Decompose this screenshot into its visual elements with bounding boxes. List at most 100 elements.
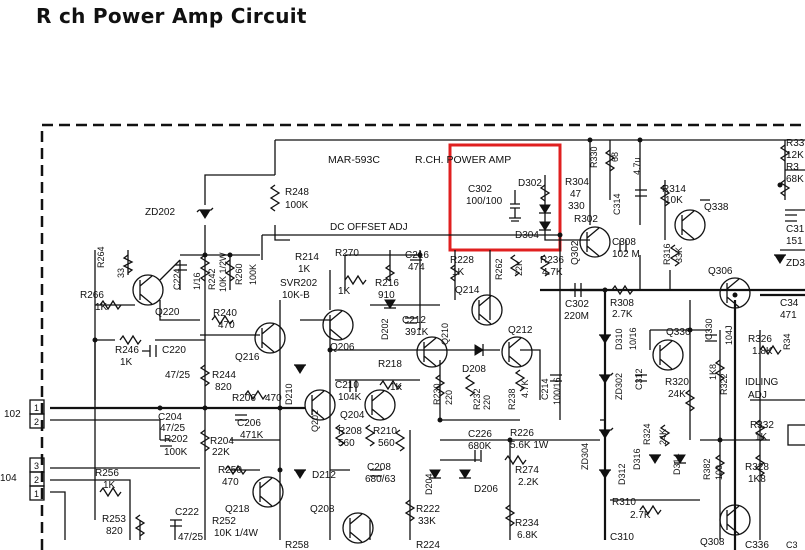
component-label: 24K — [658, 429, 668, 445]
component-label: Q208 — [310, 504, 335, 515]
resistors — [99, 144, 791, 537]
component-label: 680/63 — [365, 474, 396, 485]
component-label: R202 — [164, 434, 188, 445]
component-label: R246 — [115, 345, 139, 356]
component-label: R238 — [507, 388, 517, 410]
component-label: C310 — [610, 532, 634, 543]
component-label: C302 — [565, 299, 589, 310]
component-label: D208 — [462, 364, 486, 375]
component-label: 100K — [248, 264, 258, 285]
component-label: ZD304 — [580, 443, 590, 470]
component-label: 100/16 — [552, 377, 562, 405]
component-label: 1K — [95, 302, 108, 313]
component-label: C302 — [468, 184, 492, 195]
component-label: 1K — [298, 264, 311, 275]
component-label: C3 — [786, 540, 798, 550]
component-label: R234 — [515, 518, 539, 529]
component-label: 1K — [755, 432, 768, 443]
component-label: 1 — [34, 403, 39, 413]
component-label: Q202 — [310, 410, 320, 432]
component-label: 680K — [468, 441, 492, 452]
component-label: Q336 — [666, 327, 691, 338]
component-label: R316 — [662, 243, 672, 265]
component-label: 6.8K — [517, 530, 538, 541]
component-label: R264 — [96, 246, 106, 268]
component-label: R328 — [745, 462, 769, 473]
component-label: D304 — [515, 230, 539, 241]
component-label: 22K — [514, 260, 524, 276]
component-label: C330 — [704, 318, 714, 340]
component-label: R258 — [285, 540, 309, 550]
component-label: 3 — [34, 461, 39, 471]
component-label: C204 — [158, 412, 182, 423]
component-label: 4.7u — [632, 157, 642, 175]
component-label: R34 — [782, 333, 792, 350]
component-label: R232 — [472, 388, 482, 410]
component-label: Q308 — [700, 537, 725, 548]
component-label: R270 — [335, 248, 359, 259]
component-label: 560 — [378, 438, 395, 449]
component-label: C222 — [175, 507, 199, 518]
component-label: 474 — [408, 262, 425, 273]
component-label: R242 — [207, 268, 217, 290]
component-label: C226 — [468, 429, 492, 440]
component-label: R382 — [702, 458, 712, 480]
component-label: R260 — [234, 263, 244, 285]
component-label: 2 — [34, 417, 39, 427]
component-label: SVR202 — [280, 278, 318, 289]
component-label: R332 — [750, 420, 774, 431]
dc-offset-label: DC OFFSET ADJ — [330, 222, 408, 233]
component-label: 4.7K — [520, 379, 530, 398]
component-label: D212 — [312, 470, 336, 481]
component-label: 5.6K 1W — [510, 440, 549, 451]
component-label: ZD3 — [786, 258, 805, 269]
component-label: 33K — [674, 247, 684, 263]
component-label: C31 — [786, 224, 805, 235]
component-label: 820 — [106, 526, 123, 537]
component-label: 1K — [103, 480, 116, 491]
component-label: 470 — [222, 477, 239, 488]
component-label: R256 — [95, 468, 119, 479]
component-label: 1K — [390, 382, 403, 393]
component-label: R262 — [494, 258, 504, 280]
idling-label: IDLING — [745, 377, 779, 388]
component-label: R230 — [432, 383, 442, 405]
component-label: 12K — [786, 150, 804, 161]
component-label: R224 — [416, 540, 440, 550]
component-label: R324 — [642, 423, 652, 445]
transistors — [132, 209, 751, 544]
component-label: 1K — [452, 267, 465, 278]
component-label: D204 — [424, 473, 434, 495]
labels: MAR-593C R.CH. POWER AMP DC OFFSET ADJ I… — [0, 138, 805, 550]
component-label: Q206 — [330, 342, 355, 353]
component-label: 102 M — [612, 249, 640, 260]
component-label: C220 — [162, 345, 186, 356]
component-label: 104 — [0, 473, 17, 484]
component-label: 33K — [418, 516, 436, 527]
component-label: 471 — [780, 310, 797, 321]
component-label: Q212 — [508, 325, 533, 336]
component-label: R302 — [574, 214, 598, 225]
component-label: C206 — [237, 418, 261, 429]
component-label: R214 — [295, 252, 319, 263]
component-label: 470 — [218, 320, 235, 331]
component-label: Q218 — [225, 504, 250, 515]
component-label: R33 — [786, 138, 805, 149]
component-label: 220 — [482, 395, 492, 410]
component-label: 560 — [338, 438, 355, 449]
component-label: 151 — [786, 236, 803, 247]
component-label: R244 — [212, 370, 236, 381]
component-label: 10K 1/2W — [218, 252, 228, 292]
board-label: MAR-593C — [328, 154, 380, 166]
component-label: C210 — [335, 380, 359, 391]
component-label: R274 — [515, 465, 539, 476]
component-label: R252 — [212, 516, 236, 527]
component-label: 2.2K — [518, 477, 539, 488]
component-label: 104K — [338, 392, 362, 403]
component-label: Q220 — [155, 307, 180, 318]
component-label: 104J — [724, 325, 734, 345]
component-label: R314 — [662, 184, 686, 195]
component-label: 391K — [405, 327, 429, 338]
connectors — [29, 399, 805, 501]
